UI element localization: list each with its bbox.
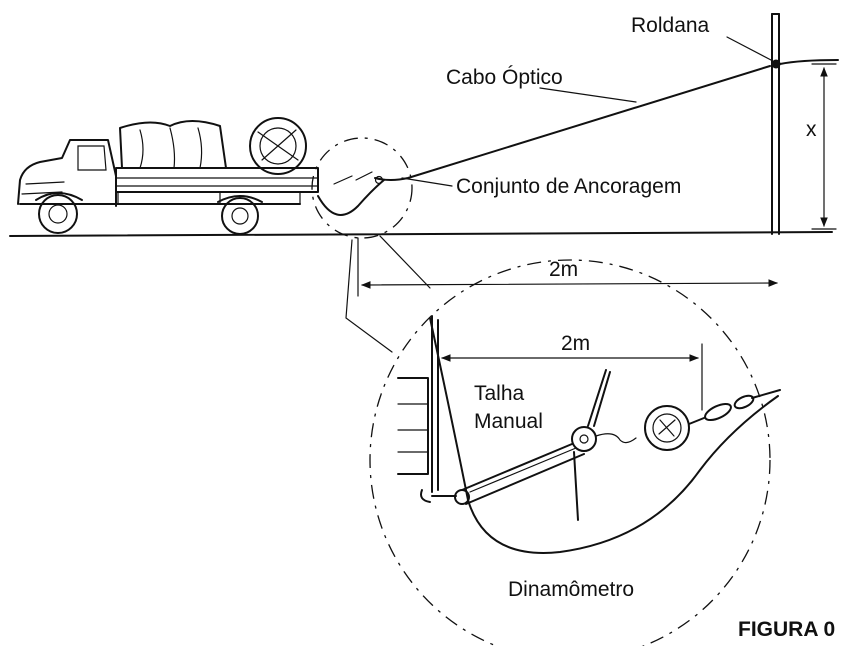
manual-hoist xyxy=(420,369,637,521)
manual-hoist-label-line1: Talha xyxy=(474,382,525,405)
truck xyxy=(17,117,319,235)
figure-caption: FIGURA 0 xyxy=(738,618,835,641)
detail-callout-circle xyxy=(311,137,413,239)
pole xyxy=(771,13,780,235)
manual-hoist-label-line2: Manual xyxy=(474,410,543,433)
optical-cable-leader xyxy=(539,87,637,103)
distance-detail-label: 2m xyxy=(561,332,590,355)
pulley-icon xyxy=(771,59,839,69)
anchoring-sag xyxy=(317,179,385,216)
pulley-label: Roldana xyxy=(631,14,710,37)
height-label: x xyxy=(806,118,817,141)
anchoring-leader xyxy=(401,177,453,187)
distance-top-label: 2m xyxy=(549,258,578,281)
callout-connector xyxy=(345,239,393,353)
distance-top-dimension xyxy=(361,279,778,289)
dynamometer-label: Dinamômetro xyxy=(508,578,634,601)
optical-cable xyxy=(374,65,771,181)
pulley-leader xyxy=(726,36,772,61)
truck-rear-detail xyxy=(397,315,439,493)
detail-sag-curve xyxy=(429,317,779,554)
optical-cable-label: Cabo Óptico xyxy=(446,66,563,89)
detail-magnified-circle xyxy=(369,259,771,651)
ground-line xyxy=(9,231,833,237)
dynamometer-icon xyxy=(644,389,781,451)
anchoring-assembly-label: Conjunto de Ancoragem xyxy=(456,175,681,198)
